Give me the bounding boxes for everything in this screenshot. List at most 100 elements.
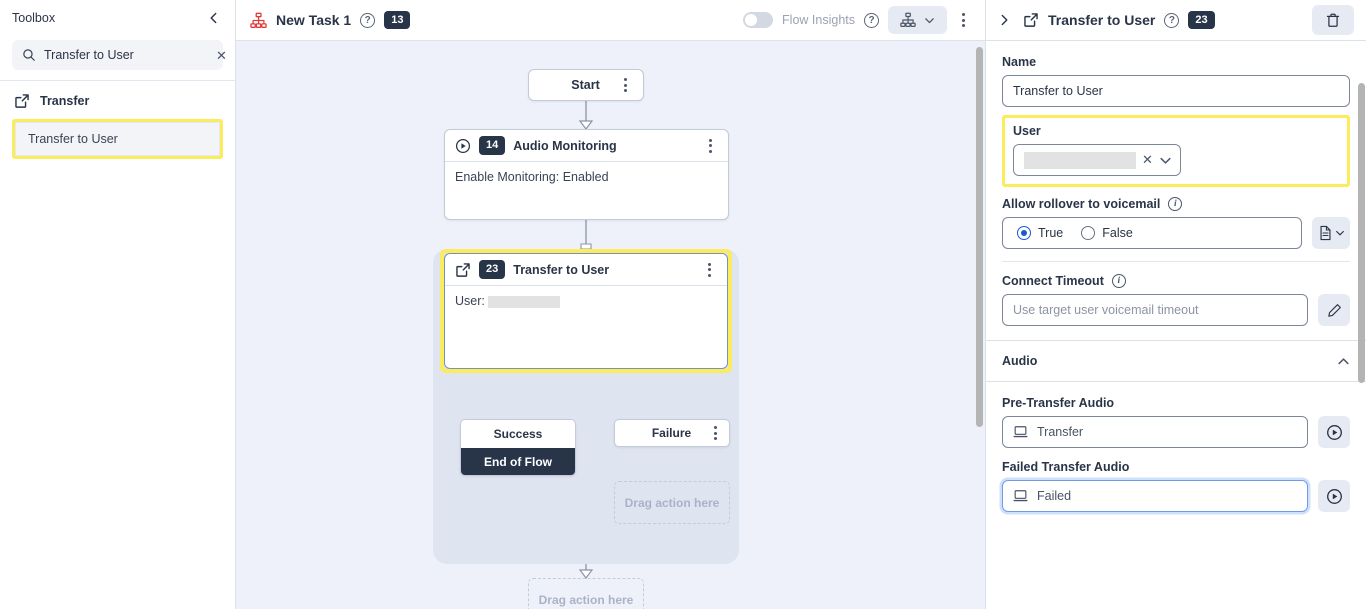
connect-timeout-label: Connect Timeout i <box>1002 274 1350 288</box>
flow-view-button[interactable] <box>888 6 947 34</box>
failed-transfer-label: Failed Transfer Audio <box>1002 460 1130 474</box>
node-title: Transfer to User <box>513 262 610 277</box>
chevron-down-icon[interactable] <box>1159 154 1172 167</box>
flow-tree-icon <box>900 12 916 28</box>
allow-rollover-radio-group[interactable]: True False <box>1002 217 1302 249</box>
canvas-scrollbar[interactable] <box>976 47 983 427</box>
user-input[interactable]: ✕ <box>1013 144 1181 176</box>
user-row: ✕ <box>1013 144 1339 176</box>
properties-panel: Transfer to User ? 23 Name Transfer to U… <box>986 0 1366 609</box>
rollover-variable-button[interactable] <box>1312 217 1350 249</box>
toolbox-sidebar: Toolbox ✕ Transfer Transfe <box>0 0 236 609</box>
trash-icon <box>1325 12 1341 29</box>
connect-timeout-edit-button[interactable] <box>1318 294 1350 326</box>
radio-true-circle <box>1017 226 1031 240</box>
radio-false-circle <box>1081 226 1096 240</box>
node-transfer-to-user[interactable]: 23 Transfer to User User: <box>444 253 728 369</box>
properties-title: Transfer to User <box>1048 12 1156 28</box>
radio-false[interactable]: False <box>1081 226 1133 240</box>
insights-help-icon[interactable]: ? <box>864 12 879 28</box>
failed-transfer-value: Failed <box>1037 489 1072 503</box>
failed-transfer-input[interactable]: Failed <box>1002 480 1308 512</box>
kebab-menu-icon[interactable] <box>618 74 633 96</box>
branch-failure[interactable]: Failure <box>614 419 730 447</box>
branch-success-label: Success <box>493 427 543 441</box>
radio-false-label: False <box>1102 226 1133 240</box>
audio-section-header[interactable]: Audio <box>986 340 1366 382</box>
play-circle-icon <box>1326 424 1343 441</box>
node-badge: 14 <box>479 136 506 155</box>
pre-transfer-input[interactable]: Transfer <box>1002 416 1308 448</box>
field-connect-timeout: Connect Timeout i Use target user voicem… <box>986 262 1366 340</box>
toolbox-group-header[interactable]: Transfer <box>12 93 223 113</box>
field-name: Name Transfer to User <box>986 41 1366 115</box>
field-failed-transfer-audio: Failed Transfer Audio Failed <box>986 454 1366 522</box>
search-icon <box>22 48 36 62</box>
node-transfer-highlight <box>440 249 732 373</box>
chevron-down-icon <box>924 15 935 26</box>
name-input[interactable]: Transfer to User <box>1002 75 1350 107</box>
flow-insights-toggle[interactable] <box>743 12 774 28</box>
toolbox-search-wrap: ✕ <box>0 36 235 80</box>
branch-success[interactable]: Success End of Flow <box>460 419 576 476</box>
chevron-left-icon[interactable] <box>205 9 223 27</box>
section-divider <box>1002 261 1350 262</box>
close-icon[interactable]: ✕ <box>216 47 227 63</box>
toolbox-header: Toolbox <box>0 0 235 36</box>
toolbox-group-label: Transfer <box>40 94 90 108</box>
pre-transfer-row: Transfer <box>1002 416 1350 448</box>
radio-true-label: True <box>1038 226 1064 240</box>
connect-timeout-input[interactable]: Use target user voicemail timeout <box>1002 294 1308 326</box>
node-body-label: User: <box>455 294 485 308</box>
chevron-down-icon <box>1335 228 1345 238</box>
info-icon[interactable]: i <box>1111 274 1126 288</box>
prompt-icon <box>1013 425 1028 439</box>
node-audio-monitoring[interactable]: 14 Audio Monitoring Enable Monitoring: E… <box>444 129 729 220</box>
search-box[interactable]: ✕ <box>12 40 227 70</box>
external-link-icon <box>1023 12 1039 28</box>
toolbox-item-transfer-to-user[interactable]: Transfer to User <box>15 122 220 156</box>
external-link-icon <box>14 93 30 109</box>
search-input[interactable] <box>44 48 205 62</box>
node-start-label: Start <box>571 78 600 92</box>
field-allow-rollover: Allow rollover to voicemail i True False <box>986 187 1366 259</box>
kebab-menu-icon[interactable] <box>702 259 717 281</box>
kebab-menu-icon[interactable] <box>703 135 718 157</box>
toolbox-title: Toolbox <box>12 11 56 25</box>
pre-transfer-value: Transfer <box>1037 425 1084 439</box>
drop-zone-bottom[interactable]: Drag action here <box>528 578 644 609</box>
pre-transfer-label: Pre-Transfer Audio <box>1002 396 1115 410</box>
task-title: New Task 1 <box>276 12 352 28</box>
delete-button[interactable] <box>1312 5 1354 35</box>
field-pre-transfer-audio: Pre-Transfer Audio Transfer <box>986 382 1366 454</box>
pencil-icon <box>1327 303 1342 318</box>
masked-user-value <box>488 295 561 308</box>
node-body: Enable Monitoring: Enabled <box>455 170 609 184</box>
masked-user-value <box>1024 151 1136 169</box>
pre-transfer-play-button[interactable] <box>1318 416 1350 448</box>
help-icon[interactable]: ? <box>1164 12 1180 28</box>
chevron-right-icon[interactable] <box>994 12 1014 28</box>
node-start[interactable]: Start <box>528 69 644 101</box>
toolbox-item-highlight: Transfer to User <box>12 119 223 159</box>
allow-rollover-label: Allow rollover to voicemail i <box>1002 197 1350 211</box>
flow-tree-icon <box>250 12 267 29</box>
kebab-menu-icon[interactable] <box>708 422 723 444</box>
close-icon[interactable]: ✕ <box>1142 152 1153 167</box>
allow-rollover-label-text: Allow rollover to voicemail <box>1002 197 1161 211</box>
kebab-menu-icon[interactable] <box>956 9 971 31</box>
node-badge: 23 <box>479 260 506 279</box>
play-circle-icon <box>455 138 471 154</box>
drop-zone-failure[interactable]: Drag action here <box>614 481 730 524</box>
chevron-up-icon[interactable] <box>1337 355 1350 368</box>
task-badge: 13 <box>384 10 411 30</box>
failed-transfer-play-button[interactable] <box>1318 480 1350 512</box>
branch-success-end-of-flow[interactable]: End of Flow <box>461 448 575 475</box>
help-icon[interactable]: ? <box>360 12 376 28</box>
properties-scrollbar[interactable] <box>1358 83 1365 383</box>
radio-true[interactable]: True <box>1017 226 1063 240</box>
flow-canvas[interactable]: Start 14 Audio Monitoring Enable Monitor… <box>236 41 985 609</box>
toolbox-divider <box>0 80 235 81</box>
info-icon[interactable]: i <box>1168 197 1183 211</box>
